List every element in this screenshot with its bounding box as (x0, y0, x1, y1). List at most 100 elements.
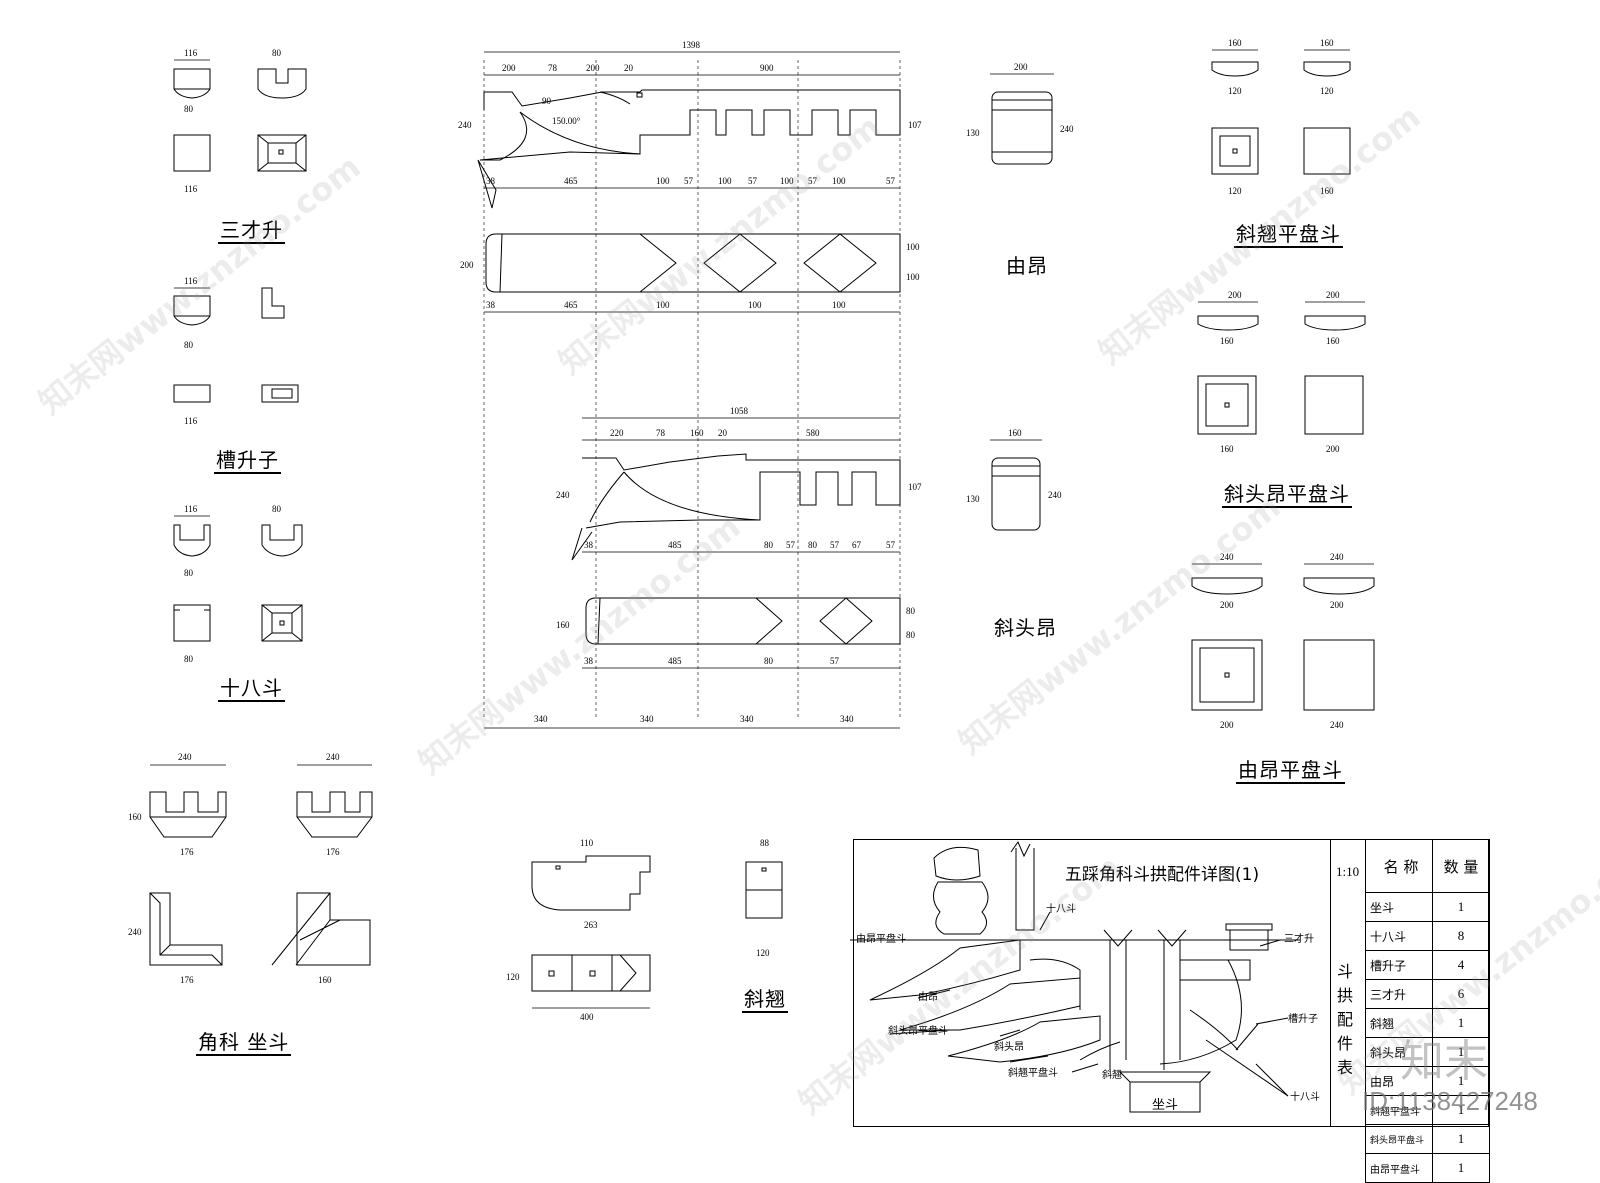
dim-text: 120 (1228, 186, 1242, 196)
shibadou-drawing (173, 524, 303, 642)
callout-sancaisheng: 三才升 (1284, 934, 1314, 945)
dim-youang-total: 1398 (682, 40, 701, 50)
caoshengzi-drawing (173, 287, 299, 403)
dim-text: 240 (1060, 124, 1074, 134)
dim-text: 80 (184, 568, 194, 578)
callout-youang-pingpandou: 由昂平盘斗 (856, 934, 906, 945)
dim-text: 100 (906, 242, 920, 252)
dim-text: 80 (184, 340, 194, 350)
dim-text: 160 (318, 975, 332, 985)
label-xiechi: 斜翘 (742, 987, 788, 1013)
callout-leaders (850, 911, 1289, 1097)
dim-text: 200 (460, 260, 474, 270)
dim-text: 263 (584, 920, 598, 930)
detail-title: 五踩角科斗拱配件详图(1) (1065, 865, 1260, 885)
dim-text: 200 (1326, 444, 1340, 454)
dim-text: 100 (656, 300, 670, 310)
dim-text: 160 (1320, 38, 1334, 48)
callout-xiechi: 斜翘 (1102, 1070, 1122, 1081)
dim-text: 200 (1220, 600, 1234, 610)
label-youang: 由昂 (1006, 254, 1048, 278)
dim-text: 38 (486, 176, 496, 186)
dim-angle: 150.00° (552, 116, 581, 126)
dim-text: 200 (1014, 62, 1028, 72)
dim-text: 100 (780, 176, 794, 186)
dim-text: 116 (184, 504, 198, 514)
dim-text: 80 (808, 540, 818, 550)
dim-text: 20 (718, 428, 728, 438)
dim-text: 160 (128, 812, 142, 822)
dim-text: 80 (184, 104, 194, 114)
pingpandou-xiechi (1211, 61, 1351, 175)
dim-text: 160 (690, 428, 704, 438)
dim-text: 485 (668, 540, 682, 550)
youang-elevation (477, 89, 901, 209)
dim-text: 57 (886, 176, 896, 186)
dim-text: 176 (180, 847, 194, 857)
callout-zuodou: 坐斗 (1152, 1098, 1179, 1113)
header-name: 名 称 (1365, 839, 1433, 893)
dim-text: 57 (830, 540, 840, 550)
dim-text: 176 (326, 847, 340, 857)
callout-xietouang: 斜头昂 (994, 1042, 1024, 1053)
dim-text: 78 (548, 63, 558, 73)
dim-text: 120 (1228, 86, 1242, 96)
dim-text: 80 (272, 48, 282, 58)
dim-text: 400 (580, 1012, 594, 1022)
dimension-lines (150, 49, 1374, 1009)
assembly-drawing (854, 840, 1300, 1113)
dim-text: 465 (564, 300, 578, 310)
dim-text: 200 (1220, 720, 1234, 730)
label-shibadou: 十八斗 (218, 676, 285, 702)
dim-text: 80 (764, 540, 774, 550)
header-qty: 数 量 (1432, 839, 1490, 893)
label-jiaoke-zuodou: 角科 坐斗 (196, 1030, 292, 1056)
table-title: 斗拱配件表 (1336, 962, 1353, 1077)
grid-lines (483, 60, 901, 720)
label-sancaisheng: 三才升 (218, 218, 285, 244)
dim-text: 100 (832, 300, 846, 310)
dim-grid: 340 (840, 714, 854, 724)
dim-text: 120 (506, 972, 520, 982)
dim-text: 116 (184, 416, 198, 426)
dim-text: 200 (586, 63, 600, 73)
dim-text: 80 (184, 654, 194, 664)
label-xietouang-pingpandou: 斜头昂平盘斗 (1222, 482, 1352, 508)
dim-text: 100 (748, 300, 762, 310)
dim-text: 80 (906, 606, 916, 616)
dim-text: 160 (1228, 38, 1242, 48)
dim-text: 88 (760, 838, 770, 848)
dim-text: 160 (1220, 444, 1234, 454)
dim-text: 200 (1228, 290, 1242, 300)
dim-text: 580 (806, 428, 820, 438)
label-xietouang: 斜头昂 (994, 616, 1057, 640)
dim-text: 240 (178, 752, 192, 762)
youang-side (991, 91, 1053, 165)
dim-text: 100 (656, 176, 670, 186)
xietouang-elevation (571, 453, 901, 561)
dim-text: 240 (1330, 552, 1344, 562)
callout-shibadou-bottom: 十八斗 (1290, 1092, 1320, 1103)
dim-text: 80 (272, 504, 282, 514)
dim-text: 160 (556, 620, 570, 630)
dim-text: 80 (906, 630, 916, 640)
dim-text: 240 (1330, 720, 1344, 730)
dim-text: 220 (610, 428, 624, 438)
dim-text: 57 (748, 176, 758, 186)
dim-text: 160 (1326, 336, 1340, 346)
dim-text: 465 (564, 176, 578, 186)
dim-text: 38 (584, 540, 594, 550)
dim-text: 130 (966, 494, 980, 504)
dim-text: 100 (718, 176, 732, 186)
dim-text: 240 (326, 752, 340, 762)
dim-text: 120 (756, 948, 770, 958)
xietouang-side (991, 457, 1041, 531)
dim-text: 107 (908, 120, 922, 130)
dim-text: 80 (764, 656, 774, 666)
table-divider (1330, 839, 1331, 1127)
